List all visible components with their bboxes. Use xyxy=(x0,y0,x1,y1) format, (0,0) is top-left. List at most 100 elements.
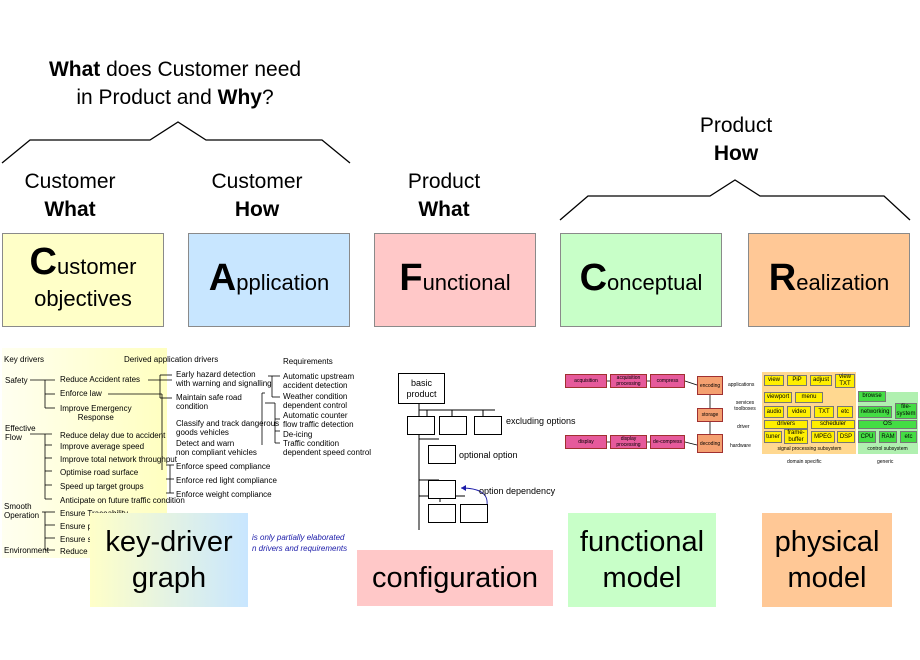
kdg-effective-l1: Effective xyxy=(5,424,36,433)
fm-arrows xyxy=(607,380,711,446)
box-initial: C xyxy=(579,256,608,299)
pm-ram: RAM xyxy=(879,431,897,443)
config-dep-box xyxy=(428,480,456,499)
kdg-d6: Improve total network throughput xyxy=(60,455,177,464)
config-dependency-label: option dependency xyxy=(479,486,556,496)
brace-lines xyxy=(1,121,911,221)
kdg-d1: Reduce Accident rates xyxy=(60,375,141,384)
pm-dsp: DSP xyxy=(837,431,855,443)
question-line1: does Customer need xyxy=(100,58,302,81)
label-line1: functional xyxy=(579,526,705,558)
header-line: Product xyxy=(699,114,773,137)
box-initial: C xyxy=(29,240,57,283)
pm-etc1: etc xyxy=(837,406,853,418)
kdg-d11: Ensure pr xyxy=(60,522,95,531)
kdg-a2b: condition xyxy=(176,402,209,411)
question-what: What xyxy=(48,58,101,81)
pm-viewport: viewport xyxy=(764,392,792,403)
question-why: Why xyxy=(217,86,262,109)
pm-sps: signal processing subsystem xyxy=(777,446,842,452)
box-rest: ealization xyxy=(796,269,890,295)
box-rest: ustomer xyxy=(56,253,137,279)
box-initial: F xyxy=(399,256,423,299)
pm-txt: TXT xyxy=(814,406,834,418)
box-rest: pplication xyxy=(236,269,330,295)
kdg-a4b: non compliant vehicles xyxy=(176,448,257,457)
kdg-col-requirements: Requirements xyxy=(283,357,333,366)
box-line2: objectives xyxy=(34,285,132,311)
kdg-r1b: accident detection xyxy=(283,381,348,390)
kdg-r1a: Automatic upstream xyxy=(283,372,355,381)
fm-storage: storage xyxy=(697,408,723,422)
fm-compress: compress xyxy=(650,374,685,388)
kdg-note1: is only partially elaborated xyxy=(252,533,345,542)
pm-os: OS xyxy=(858,420,917,429)
kdg-d5: Improve average speed xyxy=(60,442,145,451)
fm-encoding: encoding xyxy=(697,376,723,395)
kdg-effective-l2: Flow xyxy=(5,433,22,442)
pm-filesystem: file-system xyxy=(895,403,917,419)
kdg-r5a: Traffic condition xyxy=(283,439,340,448)
pm-adjust: adjust xyxy=(810,375,832,386)
kdg-d2: Enforce law xyxy=(60,389,102,398)
box-rest: onceptual xyxy=(607,269,703,295)
header-keyword: How xyxy=(234,198,280,221)
kdg-environment: Environment xyxy=(4,546,49,555)
pm-cpu: CPU xyxy=(858,431,876,443)
pm-tuner: tuner xyxy=(764,431,782,443)
kdg-d3a: Improve Emergency xyxy=(60,404,132,413)
kdg-r2a: Weather condition xyxy=(283,392,348,401)
header-keyword: How xyxy=(713,142,759,165)
kdg-smooth-l1: Smooth xyxy=(4,502,32,511)
kdg-a1a: Early hazard detection xyxy=(176,370,256,379)
question-line2a: in Product and xyxy=(76,86,218,109)
config-optional-box xyxy=(428,445,456,464)
kdg-d12: Ensure sy xyxy=(60,535,96,544)
fm-acquisition: acquisition xyxy=(565,374,607,388)
config-dep-a xyxy=(428,504,456,523)
kdg-smooth-l2: Operation xyxy=(4,511,40,520)
box-customer-objectives: Customer objectives xyxy=(2,233,164,327)
box-initial: R xyxy=(768,256,797,299)
pm-generic: generic xyxy=(877,459,894,465)
kdg-d4: Reduce delay due to accident xyxy=(60,431,166,440)
question-mark: ? xyxy=(261,86,274,109)
pm-audio: audio xyxy=(764,406,784,418)
kdg-d3b: Response xyxy=(77,413,114,422)
kdg-lines xyxy=(30,374,280,551)
pm-drivers: drivers xyxy=(764,420,808,429)
config-option-c xyxy=(474,416,502,435)
label-configuration-text: configuration xyxy=(371,562,539,594)
pm-layer-hw: hardware xyxy=(730,443,751,449)
pm-layer-driver: driver xyxy=(737,424,750,430)
header-keyword: What xyxy=(418,198,470,221)
config-excluding-label: excluding options xyxy=(506,416,576,426)
fm-decompress: de-compress xyxy=(650,435,685,449)
box-conceptual: Conceptual xyxy=(560,233,722,327)
pm-video: video xyxy=(787,406,811,418)
pm-cs: control subsystem xyxy=(867,446,908,452)
pm-viewtxt: view TXT xyxy=(835,374,855,388)
config-option-b xyxy=(439,416,467,435)
top-question: What does Customer need in Product and W… xyxy=(20,56,330,112)
label-line2: model xyxy=(602,562,682,594)
label-functional-model: functional model xyxy=(568,513,716,607)
config-basic-l2: product xyxy=(406,388,437,399)
kdg-d7: Optimise road surface xyxy=(60,468,139,477)
kdg-d9: Anticipate on future traffic condition xyxy=(60,496,185,505)
label-line1: key-driver xyxy=(105,526,233,558)
config-option-a xyxy=(407,416,435,435)
kdg-a4a: Detect and warn xyxy=(176,439,235,448)
kdg-r3b: flow traffic detection xyxy=(283,420,354,429)
pm-menu: menu xyxy=(795,392,823,403)
